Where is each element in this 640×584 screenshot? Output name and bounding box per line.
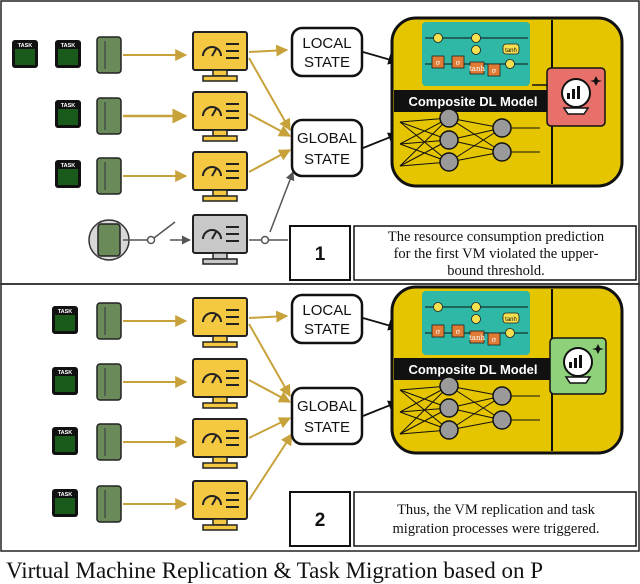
monitor-icon-inactive bbox=[192, 214, 248, 265]
task-icon: TASK bbox=[55, 40, 81, 68]
monitor-icon bbox=[192, 91, 248, 142]
svg-text:σ: σ bbox=[436, 328, 441, 336]
caption-line: bound threshold. bbox=[447, 263, 544, 279]
arrow bbox=[248, 113, 292, 137]
svg-text:tanh: tanh bbox=[505, 48, 517, 54]
server-icon bbox=[96, 97, 122, 135]
figure-caption: Virtual Machine Replication & Task Migra… bbox=[6, 558, 543, 583]
caption-line: for the first VM violated the upper- bbox=[394, 246, 599, 262]
arrow bbox=[248, 432, 293, 501]
task-icon: TASK bbox=[52, 489, 78, 517]
svg-text:σ: σ bbox=[456, 59, 461, 67]
svg-text:TASK: TASK bbox=[58, 370, 73, 376]
svg-text:σ: σ bbox=[456, 328, 461, 336]
monitor-icon bbox=[192, 151, 248, 202]
local-state-box: LOCAL STATE bbox=[290, 293, 364, 345]
switch-lever bbox=[153, 221, 176, 239]
task-icon: TASK bbox=[55, 160, 81, 188]
svg-text:GLOBAL: GLOBAL bbox=[297, 398, 357, 415]
svg-text:tanh: tanh bbox=[469, 334, 485, 342]
task-icon: TASK bbox=[52, 427, 78, 455]
panel-2: TASK TASK TASK TASK bbox=[52, 285, 637, 547]
local-state-box: LOCAL STATE bbox=[290, 26, 364, 78]
arrow bbox=[269, 171, 295, 233]
monitor-icon bbox=[192, 480, 248, 531]
crystal-ball-ok-icon bbox=[549, 337, 607, 395]
server-icon bbox=[96, 157, 122, 195]
svg-text:σ: σ bbox=[436, 59, 441, 67]
arrow bbox=[248, 57, 291, 132]
arrow bbox=[248, 417, 292, 439]
svg-text:σ: σ bbox=[492, 67, 497, 75]
switch-node bbox=[146, 235, 156, 245]
caption-box bbox=[353, 225, 637, 281]
caption-line: The resource consumption prediction bbox=[388, 229, 605, 245]
arrow bbox=[248, 310, 289, 323]
arrow bbox=[248, 149, 292, 173]
svg-text:GLOBAL: GLOBAL bbox=[297, 130, 357, 147]
svg-text:TASK: TASK bbox=[58, 492, 73, 498]
crystal-ball-alert-icon bbox=[546, 67, 606, 127]
panel-2-frame bbox=[0, 283, 640, 552]
step-number: 2 bbox=[315, 510, 326, 531]
panel-1: TASK TASK TASK TASK bbox=[12, 16, 637, 281]
svg-text:Composite DL Model: Composite DL Model bbox=[408, 94, 537, 109]
svg-text:tanh: tanh bbox=[505, 317, 517, 323]
svg-text:STATE: STATE bbox=[304, 321, 350, 338]
svg-text:LOCAL: LOCAL bbox=[302, 35, 351, 52]
global-state-box: GLOBAL STATE bbox=[290, 118, 364, 178]
switch-node bbox=[260, 235, 270, 245]
caption-line: migration processes were triggered. bbox=[393, 521, 600, 537]
monitor-icon bbox=[192, 31, 248, 82]
lstm-gates: σ σ tanh σ tanh bbox=[425, 302, 528, 346]
svg-text:TASK: TASK bbox=[61, 103, 76, 109]
task-icon: TASK bbox=[52, 367, 78, 395]
arrow bbox=[248, 323, 291, 398]
task-icon: TASK bbox=[12, 40, 38, 68]
model-label-bar bbox=[394, 90, 552, 112]
task-icon: TASK bbox=[55, 100, 81, 128]
server-icon bbox=[96, 36, 122, 74]
caption-box bbox=[353, 491, 637, 547]
arrow bbox=[248, 44, 289, 57]
svg-text:STATE: STATE bbox=[304, 419, 350, 436]
global-state-box: GLOBAL STATE bbox=[290, 386, 364, 446]
step-number: 1 bbox=[315, 244, 326, 265]
server-icon bbox=[96, 485, 122, 523]
svg-text:TASK: TASK bbox=[18, 43, 33, 49]
composite-model: σ σ tanh σ tanh Composite DL Model bbox=[390, 16, 624, 188]
svg-text:σ: σ bbox=[492, 336, 497, 344]
svg-text:STATE: STATE bbox=[304, 151, 350, 168]
monitor-icon bbox=[192, 358, 248, 409]
model-label-bar bbox=[394, 358, 552, 380]
svg-text:TASK: TASK bbox=[58, 430, 73, 436]
svg-text:TASK: TASK bbox=[61, 163, 76, 169]
svg-text:Composite DL Model: Composite DL Model bbox=[408, 362, 537, 377]
task-icon: TASK bbox=[52, 306, 78, 334]
svg-text:TASK: TASK bbox=[61, 43, 76, 49]
server-icon bbox=[96, 363, 122, 401]
svg-text:LOCAL: LOCAL bbox=[302, 302, 351, 319]
monitor-icon bbox=[192, 418, 248, 469]
svg-text:STATE: STATE bbox=[304, 54, 350, 71]
step-number-box bbox=[289, 491, 351, 547]
server-icon-new bbox=[88, 219, 130, 261]
lstm-gates: σ σ tanh σ tanh bbox=[425, 33, 528, 77]
composite-model: σ σ tanh σ tanh Composite DL Model bbox=[390, 285, 624, 455]
arrow bbox=[248, 379, 292, 403]
svg-text:TASK: TASK bbox=[58, 309, 73, 315]
svg-text:tanh: tanh bbox=[469, 65, 485, 73]
server-icon bbox=[96, 302, 122, 340]
caption-line: Thus, the VM replication and task bbox=[397, 502, 596, 518]
server-icon bbox=[96, 423, 122, 461]
monitor-icon bbox=[192, 297, 248, 348]
step-number-box bbox=[289, 225, 351, 281]
